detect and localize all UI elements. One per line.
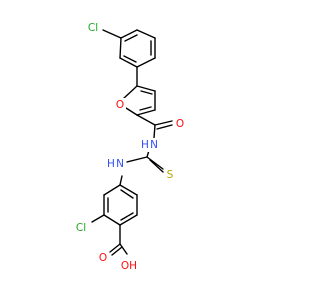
bond (109, 243, 121, 253)
bond (111, 246, 123, 256)
bond-inner (120, 212, 134, 221)
chlorophenyl-ring-top (102, 29, 156, 87)
furan-ring (122, 85, 156, 126)
bond-inner (124, 34, 138, 42)
furan-oxygen-atom: O (116, 99, 124, 111)
thio-sulfur-atom: S (167, 169, 174, 181)
chlorine-atom-top: Cl (88, 22, 98, 34)
bond (102, 29, 122, 39)
carbonyl-oxygen-atom: O (99, 252, 107, 264)
bond (146, 156, 164, 170)
bond (119, 184, 138, 196)
chlorine-atom-bottom: Cl (76, 222, 86, 234)
bond (136, 57, 156, 68)
atom-labels: Cl O O H N S H N Cl O OH (72, 21, 186, 273)
molecule-svg: Cl O O H N S H N Cl O OH (72, 21, 186, 273)
bond (119, 214, 138, 226)
bond (153, 124, 156, 139)
bond (136, 85, 156, 92)
bond (136, 114, 156, 126)
bond-inner (123, 55, 137, 63)
amide-nitrogen-atom: N (150, 139, 158, 151)
bond-inner (120, 189, 134, 199)
hydroxyl-group: OH (121, 260, 137, 272)
bond (120, 29, 138, 39)
amide-oxygen-atom: O (176, 118, 184, 130)
benzoic-acid-ring (91, 175, 138, 256)
bond (91, 214, 105, 223)
bond-inner (140, 90, 153, 95)
bond (122, 85, 138, 100)
bond (136, 29, 156, 39)
bond (119, 175, 123, 186)
bond (103, 214, 121, 226)
thio-h-atom: H (107, 158, 115, 170)
bond (125, 107, 138, 116)
bond (119, 57, 138, 68)
bond (103, 184, 121, 196)
bond (156, 124, 173, 130)
amide-h-atom: H (141, 139, 149, 151)
thio-nitrogen-atom: N (116, 158, 124, 170)
bond (119, 243, 128, 255)
bond (154, 120, 173, 126)
bond (136, 109, 156, 116)
bond (119, 37, 122, 59)
molecule-diagram: Cl O O H N S H N Cl O OH (72, 21, 186, 273)
bond (149, 159, 164, 173)
bond (126, 156, 148, 163)
bond-inner (139, 106, 152, 111)
